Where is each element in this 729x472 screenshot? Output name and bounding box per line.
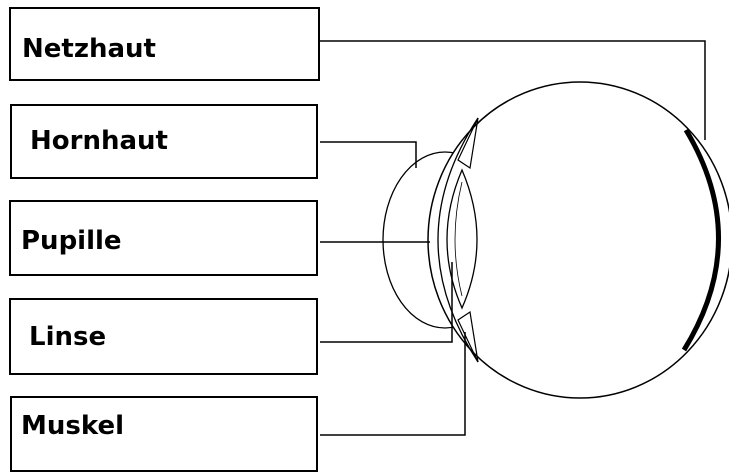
label-box-lens <box>9 298 318 375</box>
leader-line-retina <box>320 40 706 140</box>
lens-shape <box>446 168 478 310</box>
label-box-pupil <box>9 200 318 276</box>
label-box-retina <box>9 7 320 81</box>
leader-line-muscle <box>320 332 466 436</box>
eyeball <box>427 81 729 399</box>
anterior-chamber <box>437 117 479 363</box>
label-box-cornea <box>10 104 318 179</box>
label-muscle: Muskel <box>21 411 124 441</box>
iris-lower <box>457 310 479 363</box>
label-pupil: Pupille <box>21 226 122 256</box>
leader-line-lens <box>320 262 453 343</box>
label-retina: Netzhaut <box>22 34 156 64</box>
iris-upper <box>457 117 479 170</box>
retina-arc <box>681 128 721 352</box>
label-box-muscle <box>10 396 318 472</box>
lens-inner <box>454 181 463 297</box>
leader-line-cornea <box>320 141 417 168</box>
label-lens: Linse <box>29 322 107 352</box>
label-cornea: Hornhaut <box>30 126 168 156</box>
